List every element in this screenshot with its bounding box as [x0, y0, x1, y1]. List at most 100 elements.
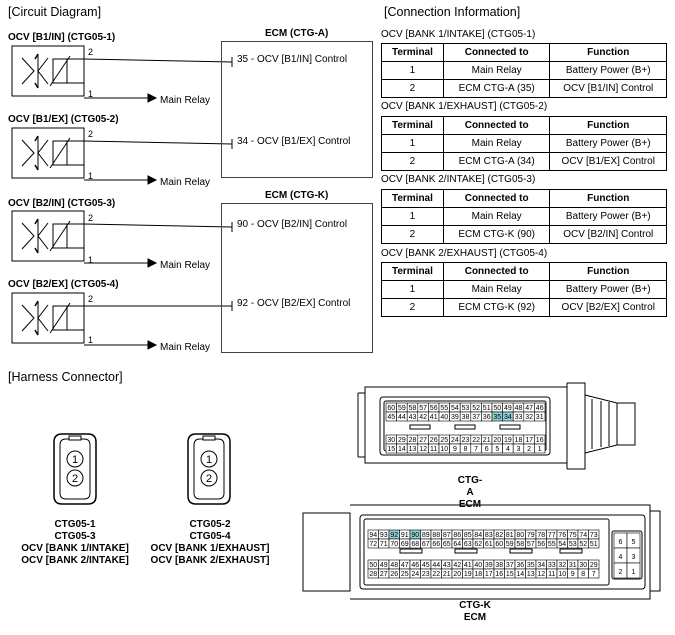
pin-number: 52 — [472, 405, 480, 412]
cell: 2 — [381, 298, 444, 317]
cell: 2 — [381, 225, 444, 244]
solenoid-coil — [52, 140, 68, 166]
pin-number: 4 — [619, 554, 623, 561]
pin-number: 39 — [451, 414, 459, 421]
cell: Battery Power (B+) — [549, 61, 667, 80]
pin-number: 19 — [464, 571, 472, 578]
connector-caption-1: CTG05-1 CTG05-3 OCV [BANK 1/INTAKE] OCV … — [5, 519, 145, 567]
pin-number: 8 — [581, 571, 585, 578]
pin-number: 49 — [380, 562, 388, 569]
pin-number: 72 — [369, 541, 377, 548]
valve-chevron — [21, 139, 49, 167]
cell: OCV [B1/IN] Control — [549, 79, 667, 98]
cell: OCV [B1/EX] Control — [549, 152, 667, 171]
coil-slash — [49, 137, 71, 169]
pin-number: 31 — [536, 414, 544, 421]
pin-number: 13 — [527, 571, 535, 578]
pin-number: 37 — [472, 414, 480, 421]
control-wire — [83, 140, 233, 145]
pin-number: 3 — [632, 554, 636, 561]
control-wire — [83, 223, 233, 228]
caption-line: CTG05-4 — [189, 531, 231, 542]
caption-line: OCV [BANK 2/INTAKE] — [21, 555, 129, 566]
pin-number: 20 — [453, 571, 461, 578]
main-relay-label: Main Relay — [160, 95, 211, 106]
pin-number: 55 — [440, 405, 448, 412]
pin-number: 84 — [474, 532, 482, 539]
pin-number: 64 — [453, 541, 461, 548]
pin-number: 46 — [536, 405, 544, 412]
pin-number: 85 — [464, 532, 472, 539]
ocv-label: OCV [B1/IN] (CTG05-1) — [8, 32, 116, 43]
connector-ctg05-1-3: 1 2 — [53, 433, 97, 505]
pin-number: 32 — [558, 562, 566, 569]
pin-number: 24 — [451, 437, 459, 444]
pin-number: 43 — [443, 562, 451, 569]
ocv-symbol — [11, 210, 233, 268]
pin-number: 56 — [430, 405, 438, 412]
pin-number: 71 — [380, 541, 388, 548]
header-function: Function — [549, 43, 667, 62]
pin-number: 70 — [390, 541, 398, 548]
pin-number: 44 — [432, 562, 440, 569]
ecm-a-box — [221, 41, 373, 178]
pin-number: 35 — [493, 414, 501, 421]
pin-number: 90 — [411, 532, 419, 539]
pin-number: 26 — [390, 571, 398, 578]
pin-label: 2 — [88, 294, 94, 304]
ocv-label: OCV [B2/IN] (CTG05-3) — [8, 198, 116, 209]
cell: Battery Power (B+) — [549, 280, 667, 299]
pin-number: 47 — [401, 562, 409, 569]
pin-number: 88 — [432, 532, 440, 539]
pin-number: 41 — [464, 562, 472, 569]
ctg-k-keys — [399, 548, 583, 554]
circuit-diagram-title: [Circuit Diagram] — [8, 5, 102, 19]
relay-arrow — [147, 258, 158, 268]
pin-number: 6 — [619, 539, 623, 546]
cell: 2 — [381, 79, 444, 98]
header-function: Function — [549, 189, 667, 208]
pin-number: 12 — [419, 446, 427, 453]
pin-number: 38 — [495, 562, 503, 569]
connection-info-title: [Connection Information] — [384, 5, 521, 19]
pin-number: 29 — [590, 562, 598, 569]
table-title: OCV [BANK 1/EXHAUST] (CTG05-2) — [381, 101, 548, 112]
relay-arrow — [147, 340, 158, 350]
pin-number: 36 — [516, 562, 524, 569]
pin-number: 11 — [548, 571, 555, 578]
pin-number: 57 — [527, 541, 535, 548]
pin-number: 28 — [409, 437, 417, 444]
pin-number: 4 — [506, 446, 510, 453]
pin-number: 22 — [432, 571, 440, 578]
caption-line: ECM — [463, 612, 487, 623]
cell: Main Relay — [442, 280, 551, 299]
pin-number: 46 — [411, 562, 419, 569]
pin-number: 12 — [537, 571, 545, 578]
pin-number: 87 — [443, 532, 451, 539]
header-terminal: Terminal — [381, 262, 444, 281]
valve-chevron — [21, 222, 49, 250]
pin-number: 1 — [632, 569, 636, 576]
pin-number: 10 — [440, 446, 448, 453]
pin-cell — [626, 562, 641, 579]
pin-number: 73 — [590, 532, 598, 539]
ecm-k-title: ECM (CTG-K) — [265, 190, 329, 201]
pin-number: 81 — [506, 532, 514, 539]
pin-number: 30 — [387, 437, 395, 444]
solenoid-coil — [52, 58, 68, 84]
pin-number: 33 — [515, 414, 523, 421]
table-title: OCV [BANK 2/EXHAUST] (CTG05-4) — [381, 248, 548, 259]
pin-label: 1 — [88, 171, 94, 181]
caption-line: OCV [BANK 2/EXHAUST] — [150, 555, 270, 566]
coil-slash — [49, 55, 71, 87]
main-relay-label: Main Relay — [160, 177, 211, 188]
pin-number: 45 — [387, 414, 395, 421]
cell: OCV [B2/EX] Control — [549, 298, 667, 317]
pin-number: 60 — [387, 405, 395, 412]
